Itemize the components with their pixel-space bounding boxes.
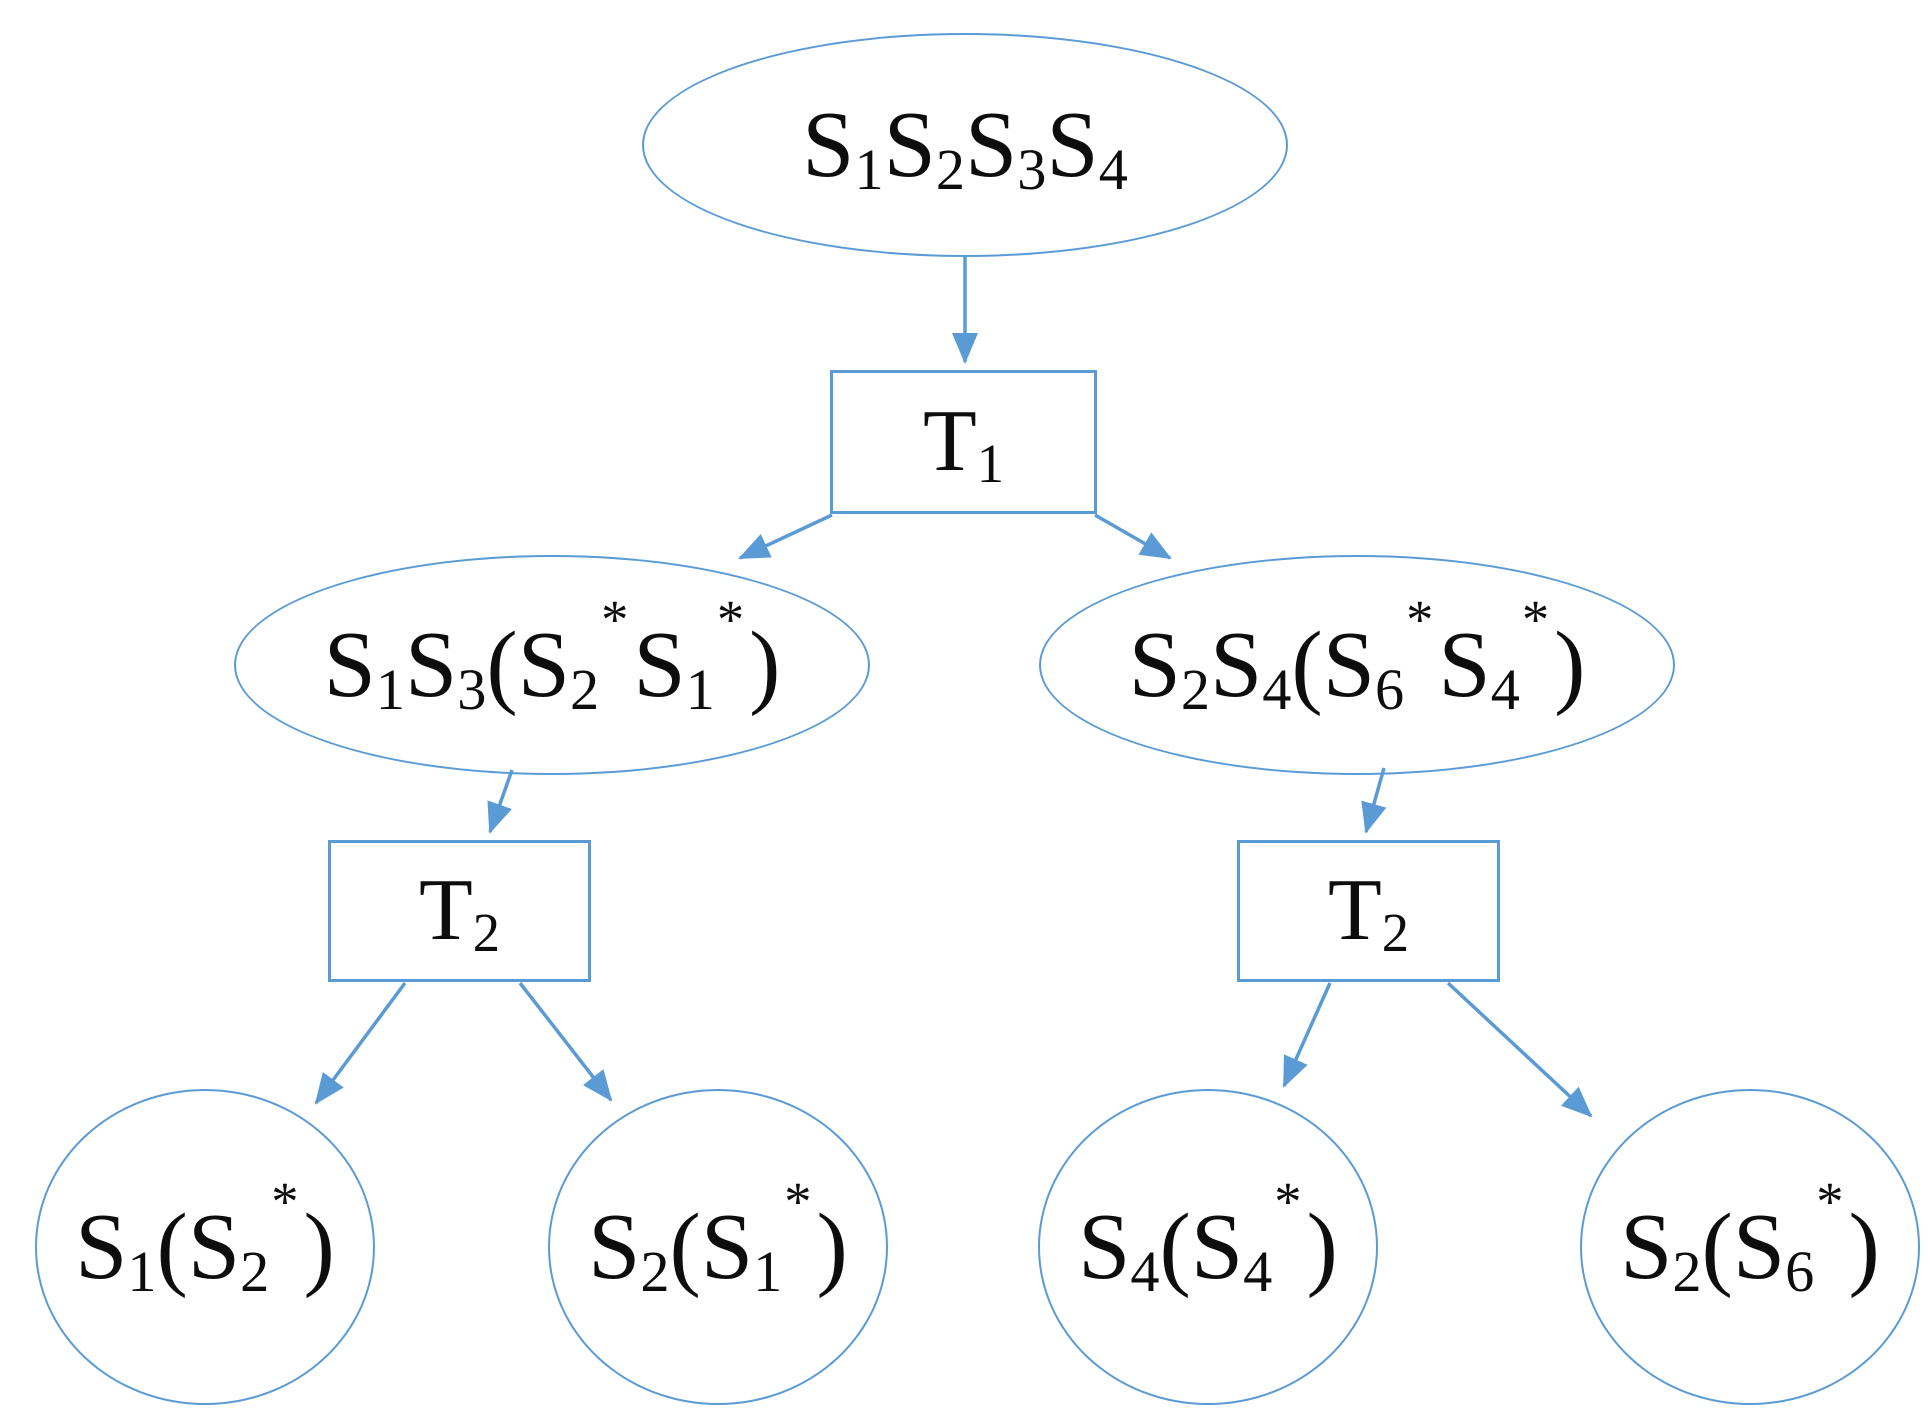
node-leaf1-label: S1(S2*): [75, 1170, 335, 1304]
edge-t2_left-leaf2: [518, 981, 613, 1102]
edge-t1-left: [738, 513, 833, 560]
node-leaf2-label: S2(S1*): [588, 1170, 848, 1304]
node-t1-label: T1: [922, 393, 1005, 494]
node-t1-box: T1: [830, 370, 1097, 514]
node-leaf1-circle: S1(S2*): [35, 1089, 375, 1405]
node-left-label: S1S3(S2*S1*): [323, 588, 781, 722]
node-leaf4-circle: S2(S6*): [1580, 1089, 1920, 1405]
edge-right-t2_right: [1361, 767, 1387, 834]
node-t2-left-box: T2: [328, 840, 591, 982]
node-leaf3-circle: S4(S4*): [1038, 1089, 1378, 1405]
edge-t1-right: [1094, 513, 1172, 560]
node-right-label: S2S4(S6*S4*): [1128, 588, 1586, 722]
edge-t2_right-leaf4: [1446, 981, 1593, 1118]
edge-t2_left-leaf1: [314, 981, 407, 1105]
node-t2-right-box: T2: [1237, 840, 1500, 982]
node-leaf2-circle: S2(S1*): [548, 1089, 888, 1405]
node-leaf4-label: S2(S6*): [1620, 1170, 1880, 1304]
edge-t2_right-leaf3: [1282, 982, 1332, 1088]
node-left-ellipse: S1S3(S2*S1*): [234, 555, 870, 775]
node-t2-left-label: T2: [418, 862, 501, 963]
node-right-ellipse: S2S4(S6*S4*): [1039, 555, 1675, 775]
node-t2-right-label: T2: [1327, 862, 1410, 963]
node-root-ellipse: S1S2S3S4: [642, 33, 1288, 257]
node-root-label: S1S2S3S4: [802, 93, 1128, 202]
node-leaf3-label: S4(S4*): [1078, 1170, 1338, 1304]
edge-left-t2_left: [487, 769, 514, 834]
